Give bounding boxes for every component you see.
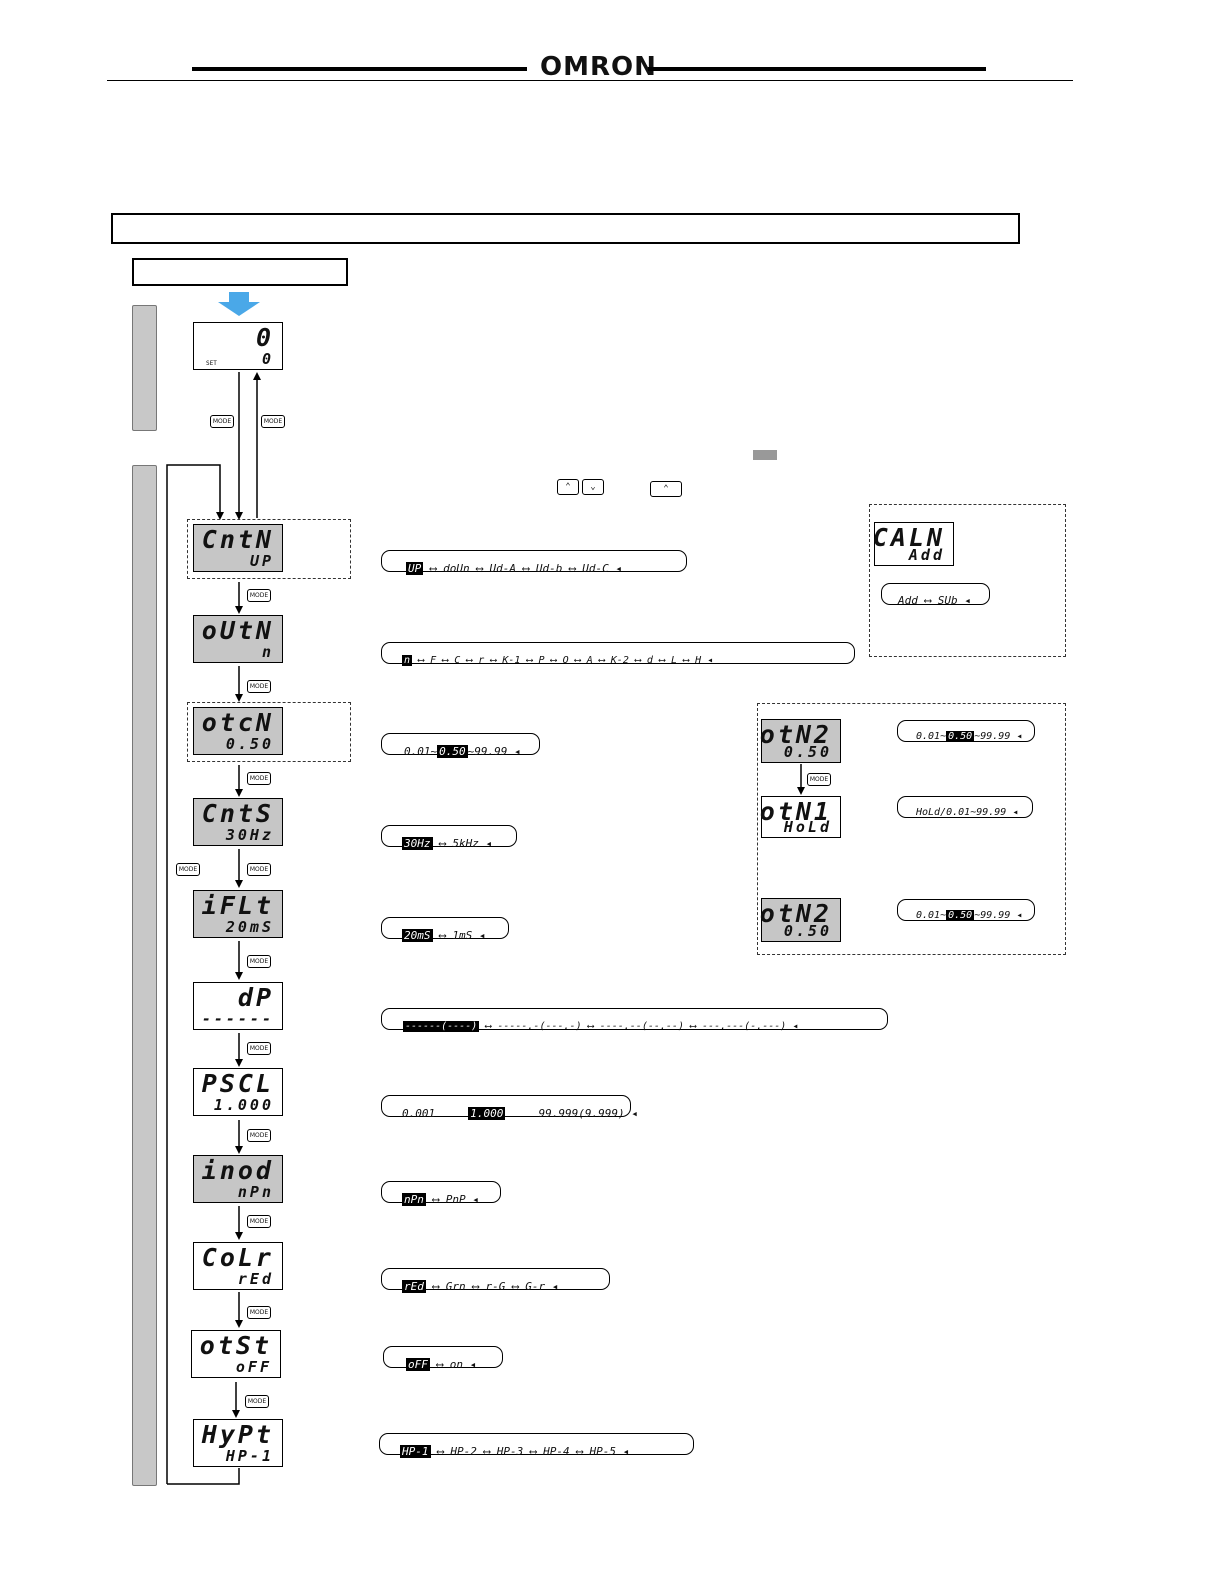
- cnts-selection-loop: [381, 825, 517, 847]
- caln-selection-loop: [881, 583, 990, 605]
- dp-options: ------(----) ⟷ -----.-(---.-) ⟷ ----.--(…: [403, 1021, 799, 1032]
- mode-key-3[interactable]: MODE: [247, 772, 271, 785]
- cnts-options: 30Hz ⟷ 5kHz ◂: [402, 837, 493, 850]
- mode-key-2[interactable]: MODE: [247, 680, 271, 693]
- inod-options: nPn ⟷ PnP ◂: [402, 1193, 479, 1206]
- mode-key-up[interactable]: MODE: [261, 415, 285, 428]
- function-level-bar: [132, 465, 157, 1486]
- subsection-title-box: [132, 258, 348, 286]
- up-only-key-icon[interactable]: ⌃: [650, 481, 682, 497]
- mode-key-8[interactable]: MODE: [247, 1215, 271, 1228]
- run-display: 0 0 SET: [193, 322, 283, 370]
- otn2b-options: 0.01~0.50~99.99 ◂: [916, 910, 1023, 921]
- mode-key-1[interactable]: MODE: [247, 589, 271, 602]
- otst-options: oFF ⟷ on ◂: [406, 1358, 477, 1371]
- caln-panel: [869, 504, 1066, 657]
- iflt-selection-loop: [381, 917, 509, 939]
- mode-key-down[interactable]: MODE: [210, 415, 234, 428]
- up-key-icon[interactable]: ⌃: [557, 479, 579, 495]
- otn-panel: [757, 703, 1066, 955]
- hypt-selection-loop: [379, 1433, 694, 1455]
- otst-selection-loop: [383, 1346, 503, 1368]
- dp-selection-loop: [381, 1008, 888, 1030]
- mode-key-4[interactable]: MODE: [247, 863, 271, 876]
- header-bar-left: [192, 67, 527, 71]
- mode-key-10[interactable]: MODE: [245, 1395, 269, 1408]
- otn1-selection-loop: [897, 796, 1033, 818]
- cntn-selection-loop: [381, 550, 687, 572]
- mode-key-9[interactable]: MODE: [247, 1306, 271, 1319]
- down-key-icon[interactable]: ⌄: [582, 479, 604, 495]
- gray-legend-swatch: [753, 450, 777, 460]
- hypt-options: HP-1 ⟷ HP-2 ⟷ HP-3 ⟷ HP-4 ⟷ HP-5 ◂: [400, 1445, 630, 1458]
- otn2a-options: 0.01~0.50~99.99 ◂: [916, 731, 1023, 742]
- caln-options: Add ⟷ SUb ◂: [898, 594, 971, 607]
- omron-logo: OMRON: [540, 52, 657, 82]
- inod-selection-loop: [381, 1181, 501, 1203]
- iflt-options: 20mS ⟷ 1mS ◂: [402, 929, 486, 942]
- mode-key-6[interactable]: MODE: [247, 1042, 271, 1055]
- power-on-arrow-icon: [218, 292, 260, 316]
- run-level-bar: [132, 305, 157, 431]
- mode-key-side[interactable]: MODE: [176, 863, 200, 876]
- colr-selection-loop: [381, 1268, 610, 1290]
- otcn-group-outline: [187, 702, 351, 762]
- outn-selection-loop: [381, 642, 855, 664]
- pscl-options: 0.001 1.000 99.999(9.999) ◂: [402, 1107, 638, 1120]
- mode-key-5[interactable]: MODE: [247, 955, 271, 968]
- section-title-box: [111, 213, 1020, 244]
- header-rule: [107, 80, 1073, 81]
- header-bar-right: [648, 67, 986, 71]
- cntn-options: UP ⟷ doUn ⟷ Ud-A ⟷ Ud-b ⟷ Ud-C ◂: [406, 562, 622, 575]
- mode-key-otn[interactable]: MODE: [807, 773, 831, 786]
- pscl-selection-loop: [381, 1095, 631, 1117]
- otn1-options: HoLd/0.01~99.99 ◂: [916, 807, 1019, 818]
- colr-options: rEd ⟷ Grn ⟷ r-G ⟷ G-r ◂: [402, 1280, 559, 1293]
- cntn-group-outline: [187, 519, 351, 579]
- otcn-options: 0.01~0.50~99.99 ◂: [404, 745, 521, 758]
- dp-display: dP------: [193, 982, 283, 1030]
- mode-key-7[interactable]: MODE: [247, 1129, 271, 1142]
- outn-options: n ⟷ F ⟷ C ⟷ r ⟷ K-1 ⟷ P ⟷ Q ⟷ A ⟷ K-2 ⟷ …: [402, 655, 714, 666]
